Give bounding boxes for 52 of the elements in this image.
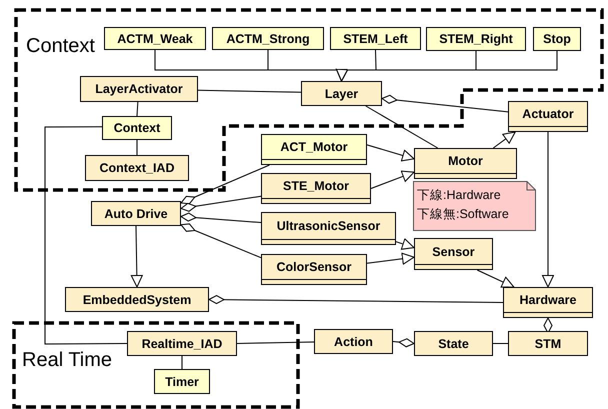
group-label: Context: [26, 35, 95, 58]
class-box: Timer: [154, 369, 210, 394]
aggregation-line: [382, 94, 508, 112]
generalization-arrow: [476, 270, 514, 288]
group-label: Real Time: [22, 349, 112, 372]
generalization-arrow: [542, 132, 554, 288]
generalization-arrow: [366, 252, 414, 265]
generalization-arrow: [370, 170, 414, 189]
class-box: State: [414, 331, 493, 356]
generalization-arrow: [130, 226, 143, 288]
aggregation-line: [180, 164, 270, 204]
generalization-arrow: [366, 144, 414, 162]
class-box: Actuator: [508, 101, 588, 132]
class-box: Sensor: [414, 238, 493, 270]
class-box: ACT_Motor: [261, 134, 367, 165]
class-box: STEM_Right: [426, 27, 526, 51]
note-text: 下線:Hardware: [417, 187, 501, 204]
class-box: Auto Drive: [91, 201, 181, 226]
note-text: 下線無:Software: [417, 206, 509, 223]
association-line: [44, 126, 128, 344]
association-line: [136, 102, 138, 116]
association-line: [236, 342, 314, 344]
aggregation-line: [544, 318, 552, 334]
generalization-arrow: [396, 238, 414, 250]
association-line: [365, 106, 438, 148]
class-box: Realtime_IAD: [127, 331, 237, 356]
class-box: ColorSensor: [261, 254, 367, 285]
class-box: ACTM_Weak: [104, 27, 206, 50]
class-box: EmbeddedSystem: [65, 287, 209, 312]
class-box: UltrasonicSensor: [261, 212, 396, 245]
class-box: ACTM_Strong: [212, 27, 324, 50]
aggregation-line: [180, 212, 262, 224]
aggregation-line: [392, 338, 414, 348]
class-box: Context: [102, 116, 172, 140]
generalization-arrow: [336, 50, 558, 82]
aggregation-line: [180, 223, 262, 258]
association-line: [492, 343, 508, 344]
class-box: STE_Motor: [261, 173, 371, 204]
class-box: Context_IAD: [85, 155, 189, 181]
aggregation-line: [208, 295, 504, 304]
generalization-arrow: [492, 132, 516, 148]
class-box: LayerActivator: [80, 76, 198, 102]
association-line: [198, 90, 302, 93]
class-box: STM: [508, 331, 588, 356]
class-box: Stop: [533, 27, 581, 51]
class-box: Action: [314, 329, 393, 354]
association-line: [136, 140, 138, 156]
class-box: STEM_Left: [330, 27, 421, 50]
class-box: Hardware: [503, 287, 593, 318]
class-box: Layer: [301, 81, 382, 106]
class-box: Motor: [414, 148, 517, 179]
aggregation-line: [180, 196, 262, 212]
